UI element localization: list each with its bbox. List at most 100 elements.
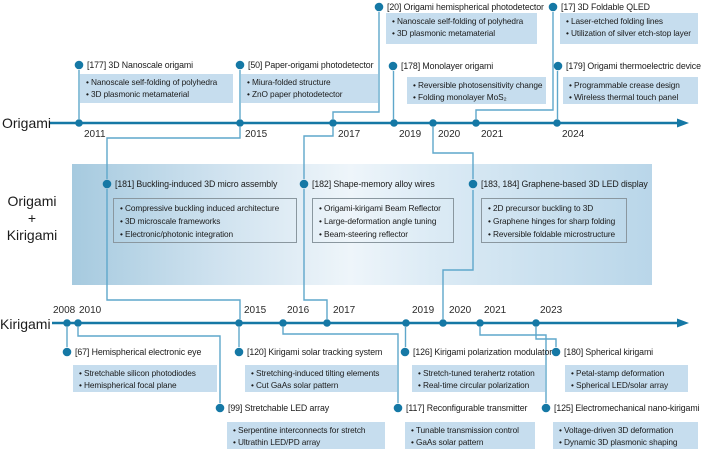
bullet-item: Reversible foldable microstructure — [488, 228, 626, 241]
timeline-year-dot — [532, 319, 540, 327]
timeline-year-dot — [402, 319, 410, 327]
event-dot — [400, 347, 410, 357]
event-e120-title: [120] Kirigami solar tracking system — [247, 346, 383, 357]
bullet-item: Compressive buckling induced architectur… — [120, 202, 296, 215]
bullet-item: 2D precursor buckling to 3D — [488, 202, 626, 215]
timeline-year-dot — [74, 319, 82, 327]
kirigami-section-label: Kirigami — [0, 316, 51, 332]
event-e181-title: [181] Buckling-induced 3D micro assembly — [115, 178, 278, 189]
year-label: 2017 — [338, 129, 361, 140]
year-label: 2016 — [287, 305, 310, 316]
event-e99-bullet-box: Serpentine interconnects for stretchUltr… — [227, 422, 385, 449]
bullet-item: Programmable crease design — [569, 79, 698, 91]
bullet-item: ZnO paper photodetector — [247, 88, 378, 100]
event-dot — [62, 347, 72, 357]
bullet-item: Wireless thermal touch panel — [569, 91, 698, 103]
event-e177-title: [177] 3D Nanoscale origami — [87, 59, 193, 70]
timeline-year-dot — [553, 119, 561, 127]
year-label: 2019 — [399, 129, 422, 140]
timeline-year-dot — [75, 119, 83, 127]
event-e183-bullet-box: 2D precursor buckling to 3DGraphene hing… — [481, 198, 627, 243]
bullet-item: Electronic/photonic integration — [120, 228, 296, 241]
bullet-item: Laser-etched folding lines — [566, 15, 698, 27]
event-e120-bullet-box: Stretching-induced tilting elementsCut G… — [245, 365, 397, 392]
bullet-item: Spherical LED/solar array — [571, 379, 688, 391]
bullet-item: Stretching-induced tilting elements — [251, 367, 397, 379]
year-label: 2020 — [449, 305, 472, 316]
year-label: 2019 — [412, 305, 435, 316]
connector-line — [442, 190, 474, 319]
event-dot — [553, 61, 563, 71]
year-label: 2021 — [484, 305, 507, 316]
year-label: 2010 — [79, 305, 102, 316]
timeline-year-dot — [63, 319, 71, 327]
bullet-item: Miura-folded structure — [247, 76, 378, 88]
year-label: 2024 — [562, 129, 585, 140]
event-dot — [388, 61, 398, 71]
timeline-year-dot — [476, 319, 484, 327]
bullet-item: Large-deformation angle tuning — [319, 215, 453, 228]
timeline-year-dot — [323, 319, 331, 327]
connector-line — [303, 189, 328, 319]
event-e126-title: [126] Kirigami polarization modulator — [413, 346, 553, 357]
bullet-item: Ultrathin LED/PD array — [233, 436, 385, 448]
bullet-item: Cut GaAs solar pattern — [251, 379, 397, 391]
year-label: 2008 — [53, 305, 76, 316]
event-e182-title: [182] Shape-memory alloy wires — [312, 178, 435, 189]
timeline-year-dot — [472, 119, 480, 127]
timeline-year-dot — [235, 319, 243, 327]
year-label: 2015 — [244, 305, 267, 316]
event-e99-title: [99] Stretchable LED array — [228, 402, 330, 413]
event-e180-title: [180] Spherical kirigami — [564, 346, 654, 357]
event-dot — [235, 60, 245, 70]
event-e182-bullet-box: Origami-kirigami Beam ReflectorLarge-def… — [312, 198, 454, 243]
event-e125-bullet-box: Voltage-driven 3D deformationDynamic 3D … — [553, 422, 698, 449]
bullet-item: 3D plasmonic metamaterial — [392, 27, 537, 39]
bullet-item: Real-time circular polarization — [418, 379, 545, 391]
bullet-item: 3D plasmonic metamaterial — [86, 88, 233, 100]
bullet-item: Nanoscale self-folding of polyhedra — [86, 76, 233, 88]
event-e20-bullet-box: Nanoscale self-folding of polyhedra3D pl… — [386, 13, 537, 44]
bullet-item: 3D microscale frameworks — [120, 215, 296, 228]
event-dot — [393, 403, 403, 413]
event-dot — [468, 179, 478, 189]
event-dot — [215, 403, 225, 413]
event-dot — [299, 179, 309, 189]
event-dot — [548, 2, 558, 12]
bullet-item: Nanoscale self-folding of polyhedra — [392, 15, 537, 27]
bullet-item: Reversible photosensitivity change — [413, 79, 546, 91]
year-label: 2017 — [333, 305, 356, 316]
bullet-item: Beam-steering reflector — [319, 228, 453, 241]
connector-line — [479, 327, 547, 403]
event-e67-title: [67] Hemispherical electronic eye — [75, 346, 202, 357]
connector-line — [475, 12, 554, 119]
event-dot — [374, 2, 384, 12]
event-e20-title: [20] Origami hemispherical photodetector — [387, 1, 544, 12]
year-label: 2015 — [245, 129, 268, 140]
origami-kirigami-section-label: Origami + Kirigami — [0, 193, 64, 244]
bullet-item: Origami-kirigami Beam Reflector — [319, 202, 453, 215]
event-dot — [551, 347, 561, 357]
bullet-item: Graphene hinges for sharp folding — [488, 215, 626, 228]
event-e177-bullet-box: Nanoscale self-folding of polyhedra3D pl… — [80, 74, 233, 103]
bullet-item: Stretch-tuned terahertz rotation — [418, 367, 545, 379]
timeline-year-dot — [439, 319, 447, 327]
event-dot — [102, 179, 112, 189]
origami-kirigami-label-line2: + — [27, 210, 37, 226]
bullet-item: Tunable transmission control — [411, 424, 535, 436]
connector-line — [303, 127, 334, 179]
bullet-item: Hemispherical focal plane — [79, 379, 217, 391]
origami-section-label: Origami — [2, 115, 52, 131]
year-label: 2011 — [84, 129, 106, 140]
event-e183-title: [183, 184] Graphene-based 3D LED display — [481, 178, 648, 189]
event-e181-bullet-box: Compressive buckling induced architectur… — [113, 198, 297, 243]
origami-kirigami-label-line3: Kirigami — [6, 227, 58, 243]
kirigami-timeline-arrowhead-icon — [677, 318, 689, 328]
year-label: 2020 — [438, 129, 461, 140]
origami-timeline-arrowhead-icon — [677, 118, 689, 128]
event-dot — [74, 60, 84, 70]
connector-line — [106, 127, 241, 179]
timeline-year-dot — [390, 119, 398, 127]
event-e50-bullet-box: Miura-folded structureZnO paper photodet… — [241, 74, 378, 103]
bullet-item: Serpentine interconnects for stretch — [233, 424, 385, 436]
